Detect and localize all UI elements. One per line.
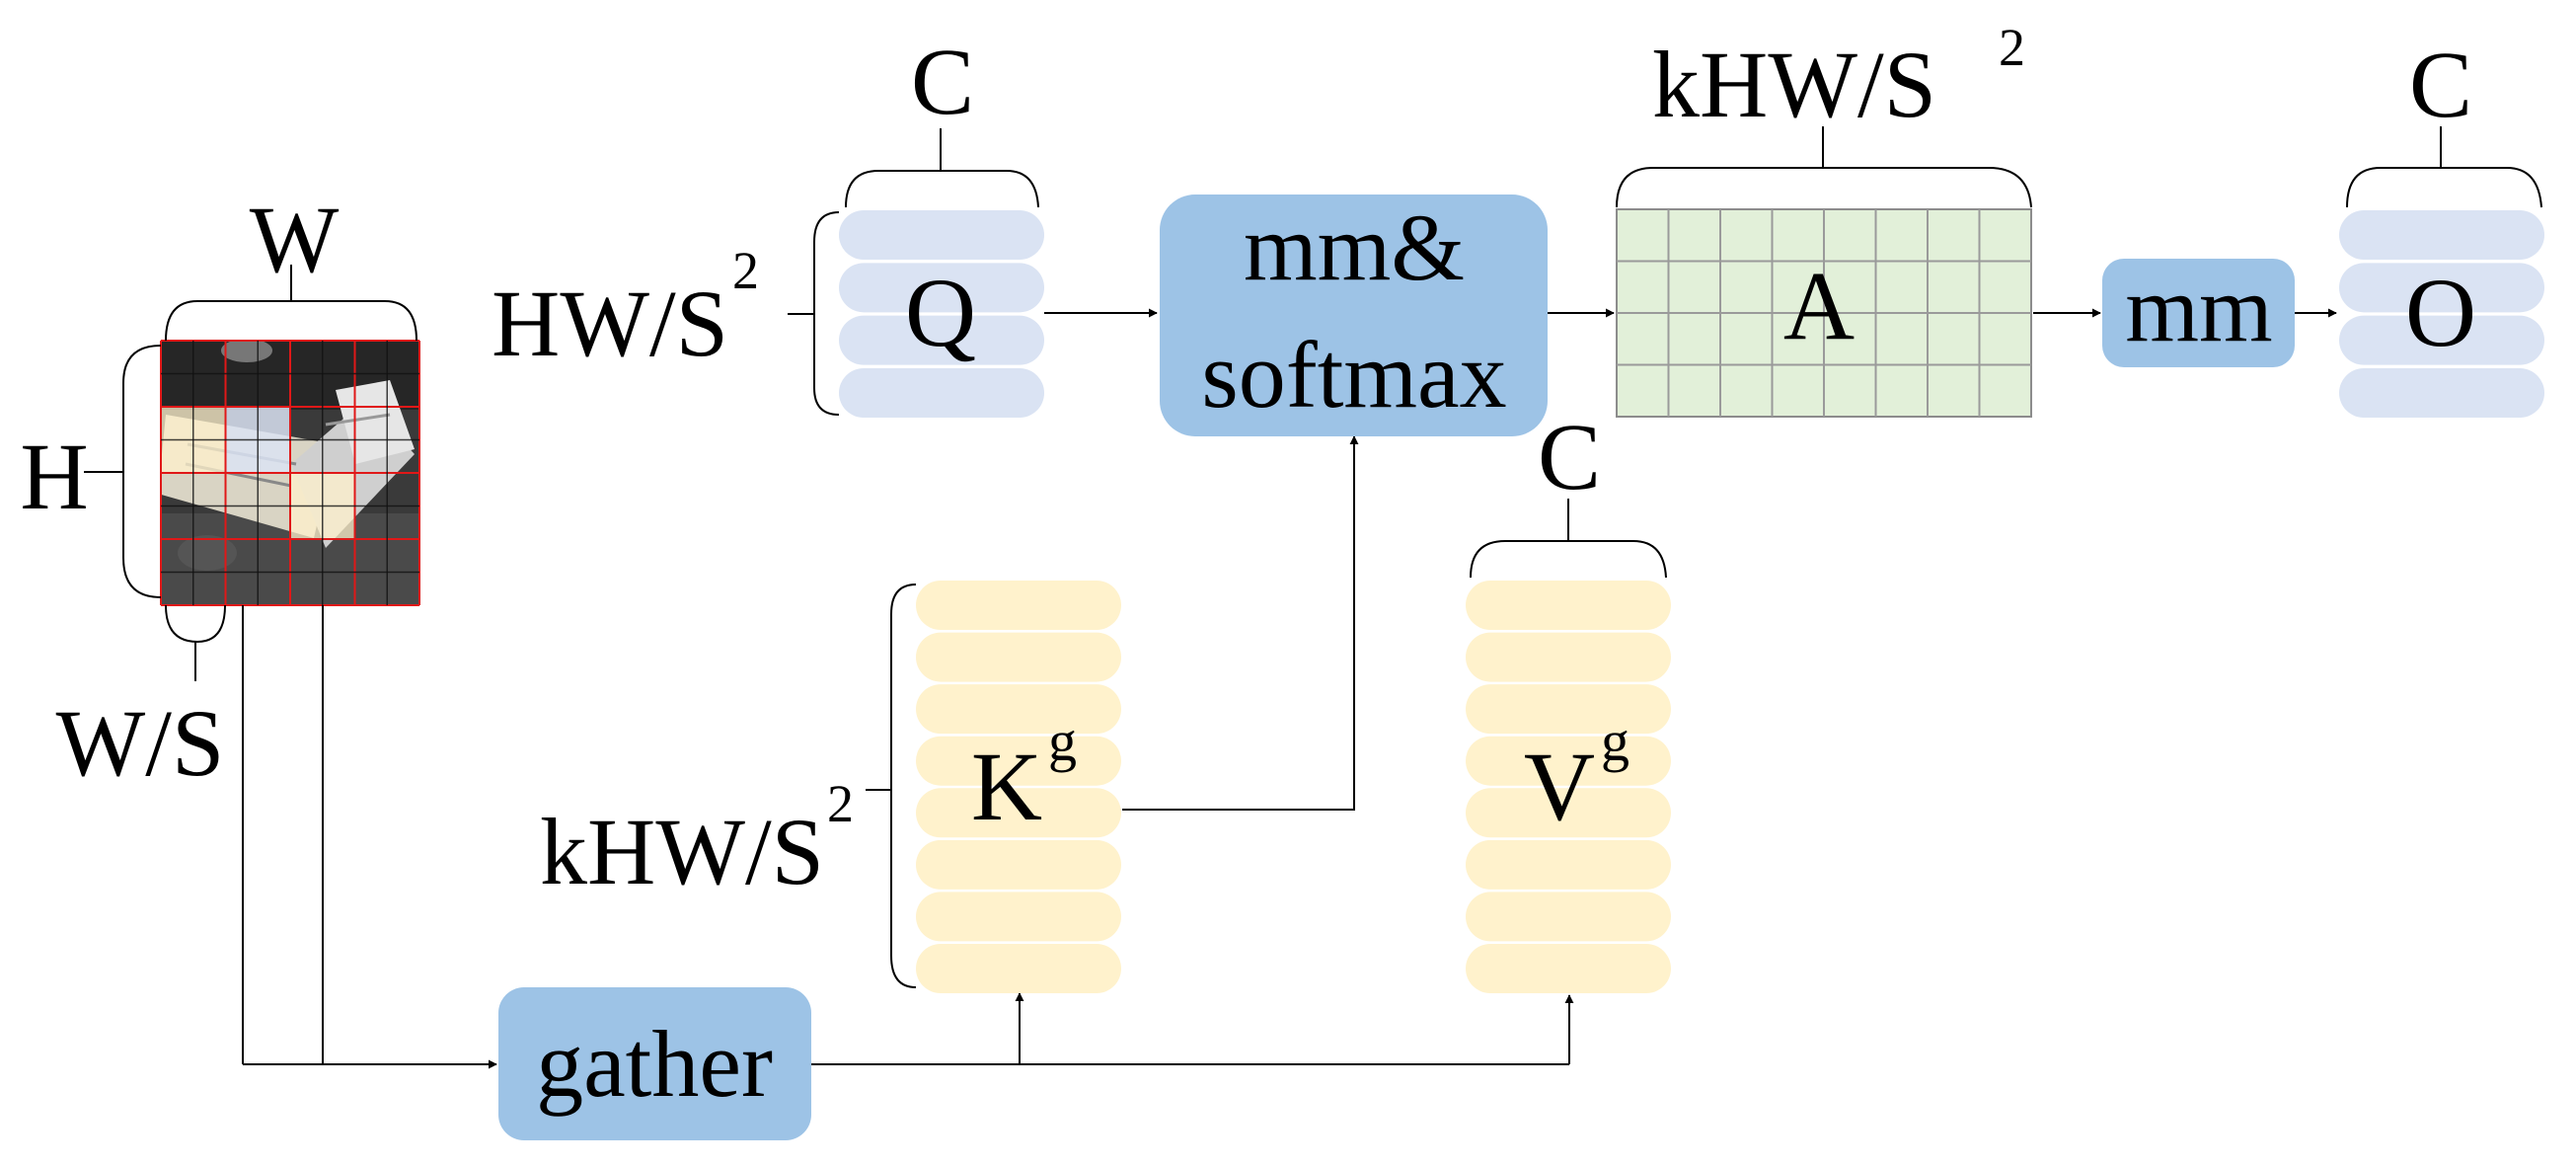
value-token (1466, 892, 1671, 942)
value-token (1466, 632, 1671, 682)
key-token-stack (916, 581, 1121, 993)
label-q-columns: C (911, 29, 974, 134)
query-token (839, 210, 1044, 260)
brace-k-rows (890, 584, 917, 988)
brace-region-width (165, 604, 226, 644)
value-token-stack (1466, 581, 1671, 993)
mm-box (2102, 259, 2295, 367)
connectors (242, 308, 2337, 1069)
query-token (839, 368, 1044, 418)
brace-image-height (122, 345, 162, 598)
key-token (916, 736, 1121, 786)
a-label: A (1783, 251, 1855, 360)
k-superscript: g (1048, 709, 1077, 773)
o-label: O (2405, 258, 2476, 367)
key-token (916, 581, 1121, 630)
query-token (839, 263, 1044, 313)
label-a-columns: kHW/S (1652, 32, 1936, 137)
attention-map (1616, 208, 2032, 418)
q-label: Q (905, 258, 976, 367)
block-labels: Q A O K g V g (905, 251, 2476, 841)
braces (84, 126, 2542, 988)
label-k-rows-exponent: 2 (827, 774, 854, 833)
key-token (916, 892, 1121, 942)
label-q-rows-exponent: 2 (732, 241, 759, 300)
gather-box (498, 987, 811, 1140)
mm-softmax-label-line1: mm& (1244, 194, 1465, 300)
label-image-height: H (20, 424, 88, 529)
key-token (916, 839, 1121, 890)
mm-softmax-label-line2: softmax (1201, 322, 1506, 428)
label-q-rows: HW/S (492, 271, 728, 376)
brace-image-width (165, 300, 417, 342)
value-token (1466, 839, 1671, 890)
value-token (1466, 581, 1671, 630)
brace-a-columns (1616, 167, 2032, 208)
value-token (1466, 944, 1671, 993)
gather-label: gather (536, 1011, 773, 1117)
input-image (160, 340, 420, 606)
operation-labels: mm& softmax mm gather (536, 194, 2273, 1117)
label-o-columns: C (2409, 32, 2472, 137)
value-token (1466, 788, 1671, 838)
label-k-rows: kHW/S (540, 799, 824, 904)
key-token (916, 944, 1121, 993)
label-region-width: W/S (56, 690, 225, 796)
dimension-labels: W H W/S C HW/S 2 kHW/S 2 C C kHW/S 2 (20, 18, 2472, 904)
v-superscript: g (1601, 709, 1629, 773)
key-token (916, 632, 1121, 682)
brace-v-columns (1470, 540, 1667, 579)
query-token-stack (839, 210, 1044, 418)
brace-q-columns (845, 170, 1039, 208)
output-token-stack (2339, 210, 2544, 418)
output-token (2339, 263, 2544, 313)
brace-q-rows (813, 211, 840, 416)
label-v-columns: C (1538, 404, 1601, 509)
value-token (1466, 736, 1671, 786)
arrow-k-to-mm-softmax (1122, 435, 1359, 811)
v-label: V (1524, 732, 1595, 841)
mm-label: mm (2125, 256, 2272, 361)
label-a-columns-exponent: 2 (1999, 18, 2025, 77)
image-region-grid (160, 340, 420, 606)
brace-o-columns (2346, 167, 2542, 208)
output-token (2339, 315, 2544, 365)
mm-softmax-box (1160, 194, 1548, 436)
label-image-width: W (250, 187, 340, 292)
query-token (839, 315, 1044, 365)
output-token (2339, 210, 2544, 260)
output-token (2339, 368, 2544, 418)
key-token (916, 788, 1121, 838)
k-label: K (971, 732, 1042, 841)
key-token (916, 684, 1121, 735)
value-token (1466, 684, 1671, 735)
